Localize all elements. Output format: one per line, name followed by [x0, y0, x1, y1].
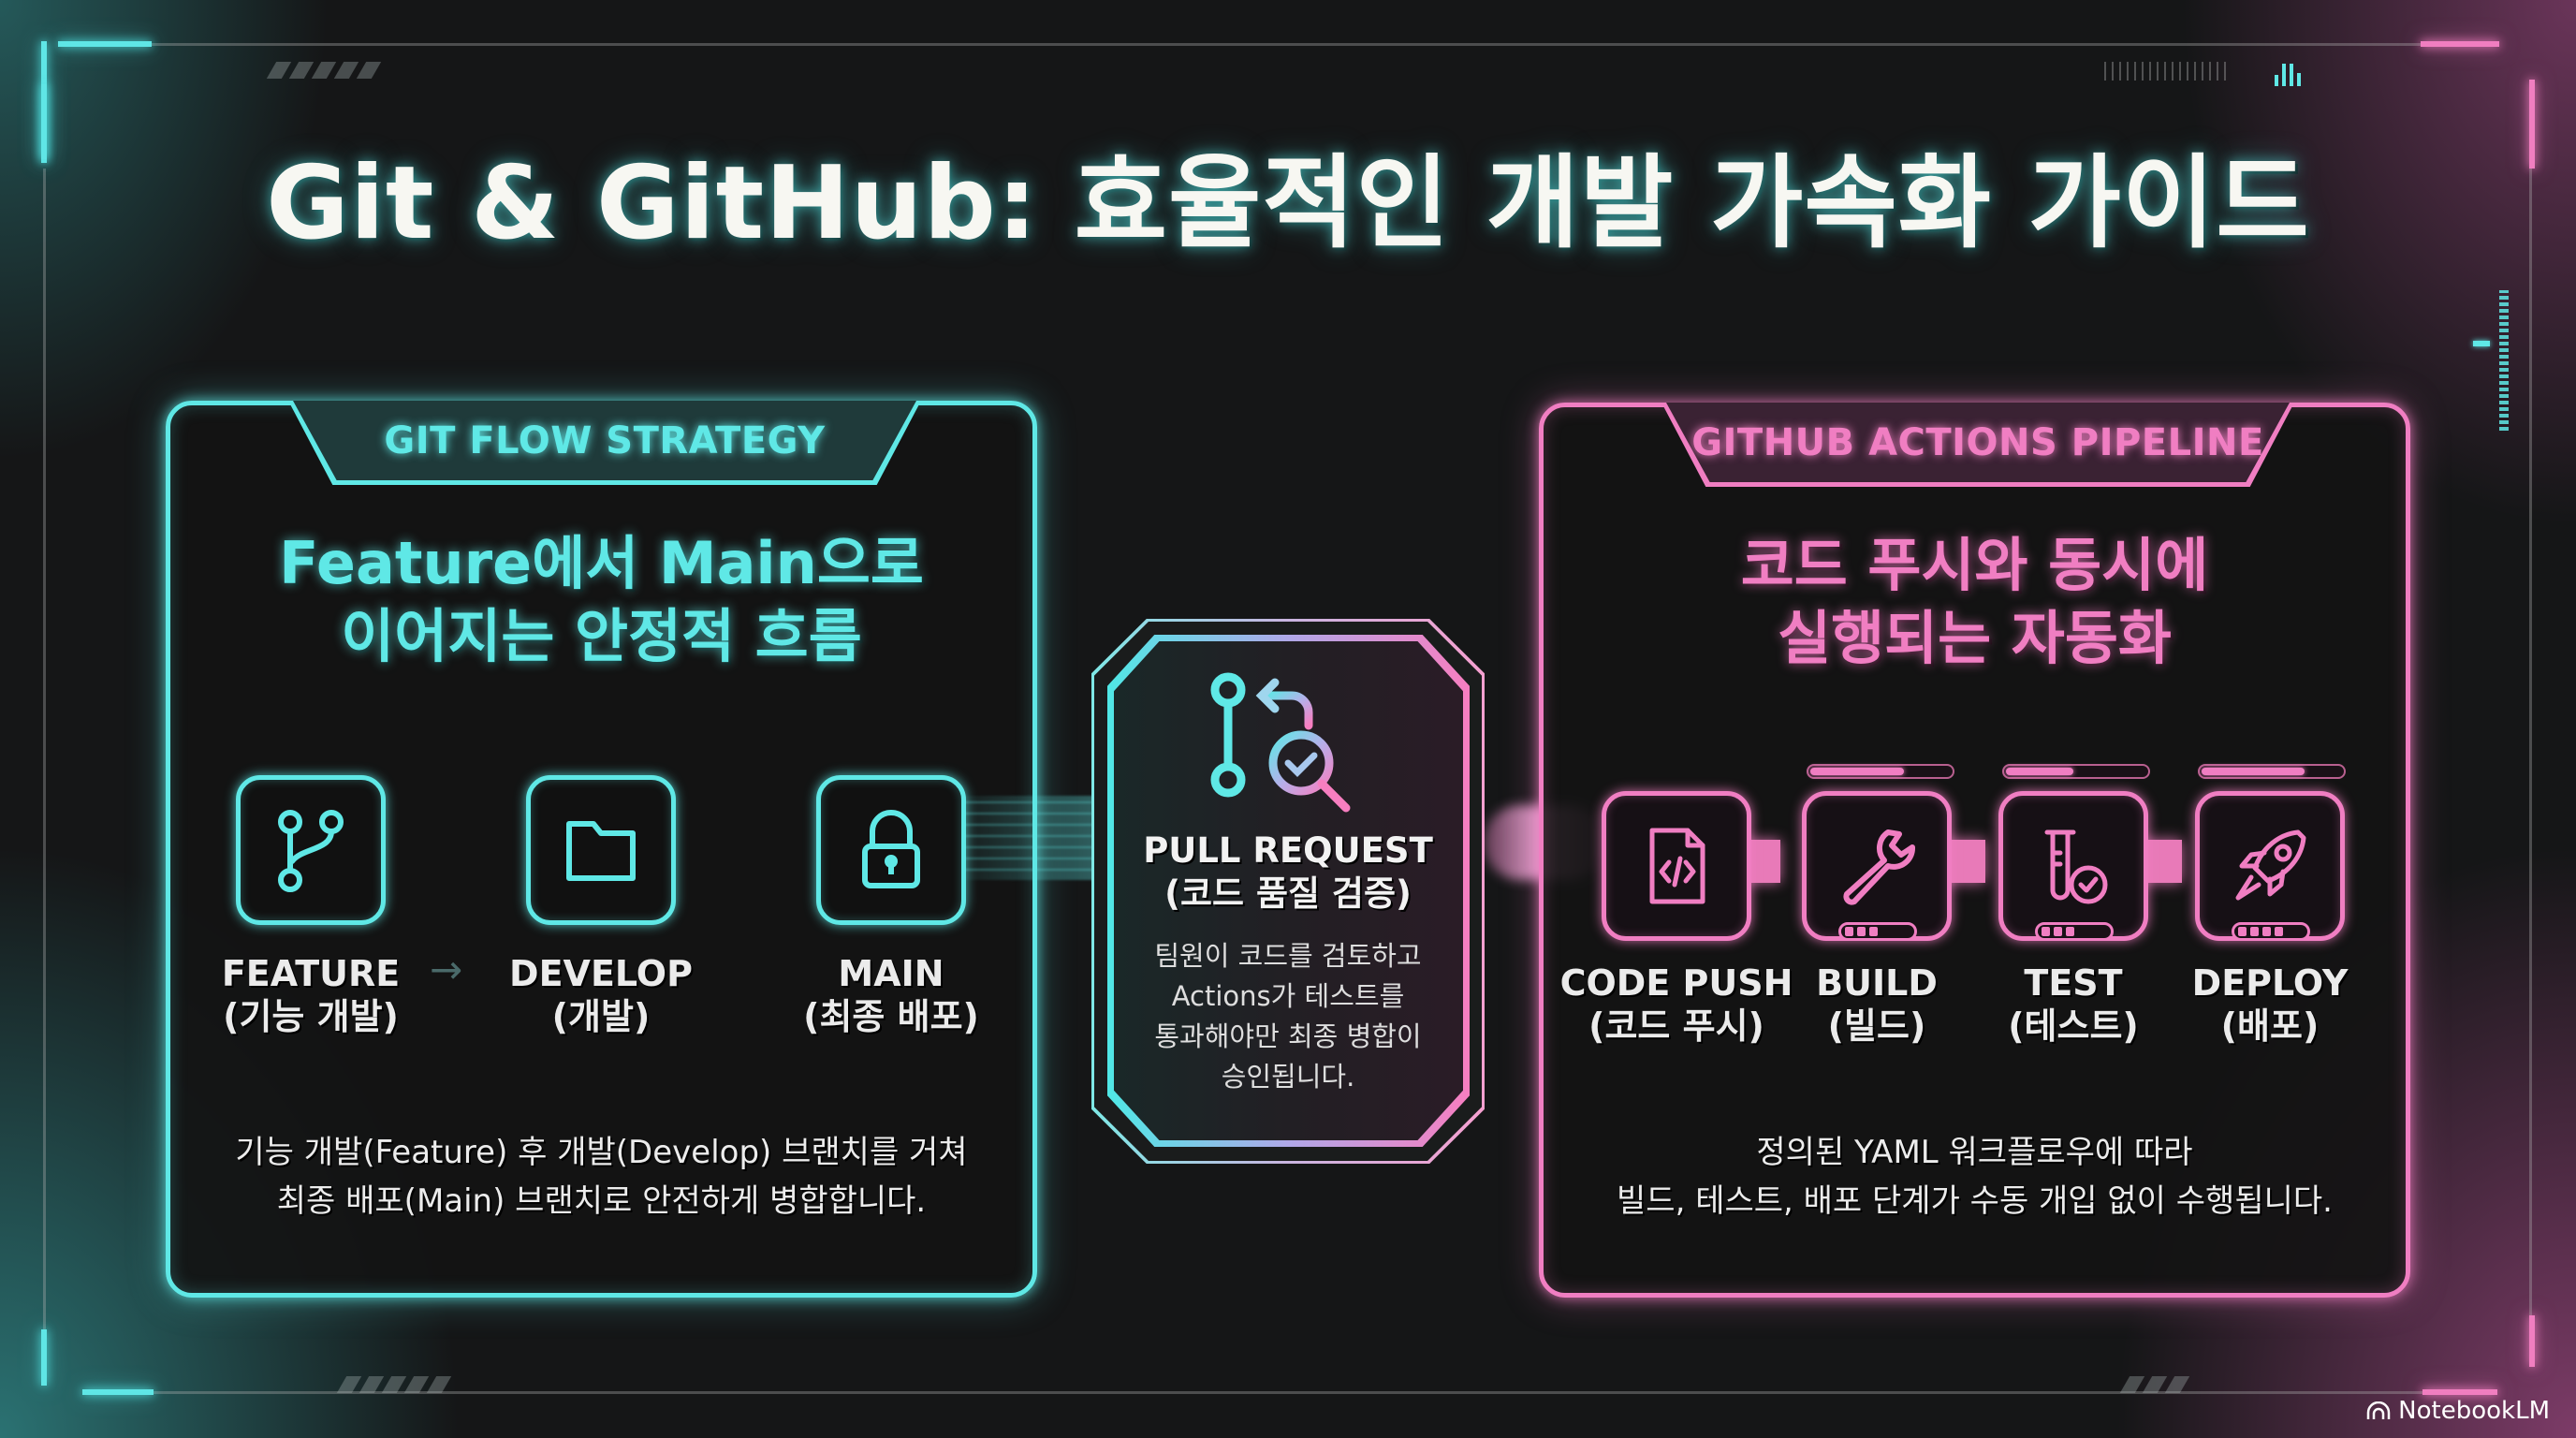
git-flow-headline-line2: 이어지는 안정적 흐름 — [341, 602, 862, 670]
equalizer-decoration — [2275, 64, 2301, 86]
github-actions-headline-line2: 실행되는 자동화 — [1778, 604, 2172, 672]
github-actions-panel: GITHUB ACTIONS PIPELINE 코드 푸시와 동시에 실행되는 … — [1539, 403, 2410, 1298]
pull-request-title: PULL REQUEST (코드 품질 검증) — [1143, 830, 1433, 914]
build-step-label: BUILD (빌드) — [1816, 962, 1938, 1047]
main-step-label: MAIN (최종 배포) — [803, 953, 979, 1037]
folder-icon — [566, 821, 636, 881]
code-push-step-box — [1602, 791, 1751, 941]
corner-accent-right-vertical — [2529, 80, 2535, 169]
feature-step-box — [236, 775, 386, 925]
page-title: Git & GitHub: 효율적인 개발 가속화 가이드 — [266, 145, 2310, 262]
develop-step-label: DEVELOP (개발) — [509, 953, 693, 1037]
corner-accent-bottom-left-vertical — [41, 1329, 47, 1386]
github-actions-tab-label: GITHUB ACTIONS PIPELINE — [1691, 420, 2264, 464]
git-flow-headline-line1: Feature에서 Main으로 — [279, 529, 924, 597]
build-progress-bar — [1807, 764, 1954, 779]
deploy-step-box — [2195, 791, 2345, 941]
hatch-decoration-bottom-right — [2119, 1376, 2190, 1393]
frame-top-line — [103, 43, 2471, 46]
feature-step-label: FEATURE (기능 개발) — [221, 953, 401, 1037]
pull-request-review-icon — [1210, 672, 1351, 813]
code-push-step-label: CODE PUSH (코드 푸시) — [1559, 962, 1793, 1047]
frame-left-line — [43, 169, 46, 1329]
pull-request-description: 팀원이 코드를 검토하고 Actions가 테스트를 통과해야만 최종 병합이 … — [1154, 940, 1422, 1093]
test-step-box — [1998, 791, 2148, 941]
test-progress-bar — [2002, 764, 2150, 779]
frame-right-line — [2529, 169, 2532, 1329]
deploy-progress-bar — [2198, 764, 2346, 779]
build-step-box — [1802, 791, 1952, 941]
tick-ruler-decoration — [2104, 62, 2226, 81]
notebooklm-logo-icon — [2366, 1401, 2391, 1419]
git-flow-panel: GIT FLOW STRATEGY Feature에서 Main으로 이어지는 … — [166, 401, 1037, 1298]
arrow-right-icon: → — [430, 946, 463, 992]
notebooklm-watermark: NotebookLM — [2366, 1397, 2550, 1425]
corner-accent-top-right — [2421, 41, 2499, 47]
level-meter-decoration — [2499, 290, 2509, 431]
corner-accent-bottom-right — [2422, 1389, 2497, 1395]
pull-request-card — [1107, 635, 1470, 1147]
rocket-icon — [2235, 829, 2306, 901]
main-step-box — [816, 775, 966, 925]
develop-step-box — [526, 775, 676, 925]
test-stage-indicator — [2035, 922, 2114, 941]
deploy-stage-indicator — [2232, 922, 2310, 941]
code-file-icon — [1649, 828, 1705, 904]
test-step-label: TEST (테스트) — [2008, 962, 2139, 1047]
corner-accent-left-vertical — [41, 84, 47, 159]
git-flow-headline: Feature에서 Main으로 이어지는 안정적 흐름 — [170, 527, 1032, 673]
git-flow-description: 기능 개발(Feature) 후 개발(Develop) 브랜치를 거쳐 최종 … — [235, 1134, 968, 1220]
build-stage-indicator — [1838, 922, 1917, 941]
corner-accent-bottom-right-vertical — [2529, 1315, 2535, 1367]
hatch-decoration-top-left — [266, 62, 382, 79]
git-flow-tab-label: GIT FLOW STRATEGY — [384, 418, 826, 462]
corner-accent-bottom-left — [82, 1389, 154, 1395]
cyan-data-beam — [964, 796, 1095, 880]
deploy-step-label: DEPLOY (배포) — [2191, 962, 2349, 1047]
corner-accent-top-left — [58, 41, 152, 47]
frame-bottom-line — [131, 1391, 2471, 1394]
github-actions-headline-line1: 코드 푸시와 동시에 — [1740, 531, 2209, 599]
github-actions-tab: GITHUB ACTIONS PIPELINE — [1661, 403, 2294, 487]
github-actions-description: 정의된 YAML 워크플로우에 따라 빌드, 테스트, 배포 단계가 수동 개입… — [1617, 1134, 2333, 1220]
git-flow-tab: GIT FLOW STRATEGY — [288, 401, 921, 485]
lock-icon — [862, 810, 920, 888]
hatch-decoration-bottom-left — [336, 1376, 452, 1393]
github-actions-headline: 코드 푸시와 동시에 실행되는 자동화 — [1544, 529, 2406, 675]
wrench-icon — [1843, 829, 1915, 905]
meter-pointer-icon — [2473, 341, 2490, 346]
test-tube-check-icon — [2044, 829, 2108, 904]
git-branch-icon — [278, 810, 344, 892]
